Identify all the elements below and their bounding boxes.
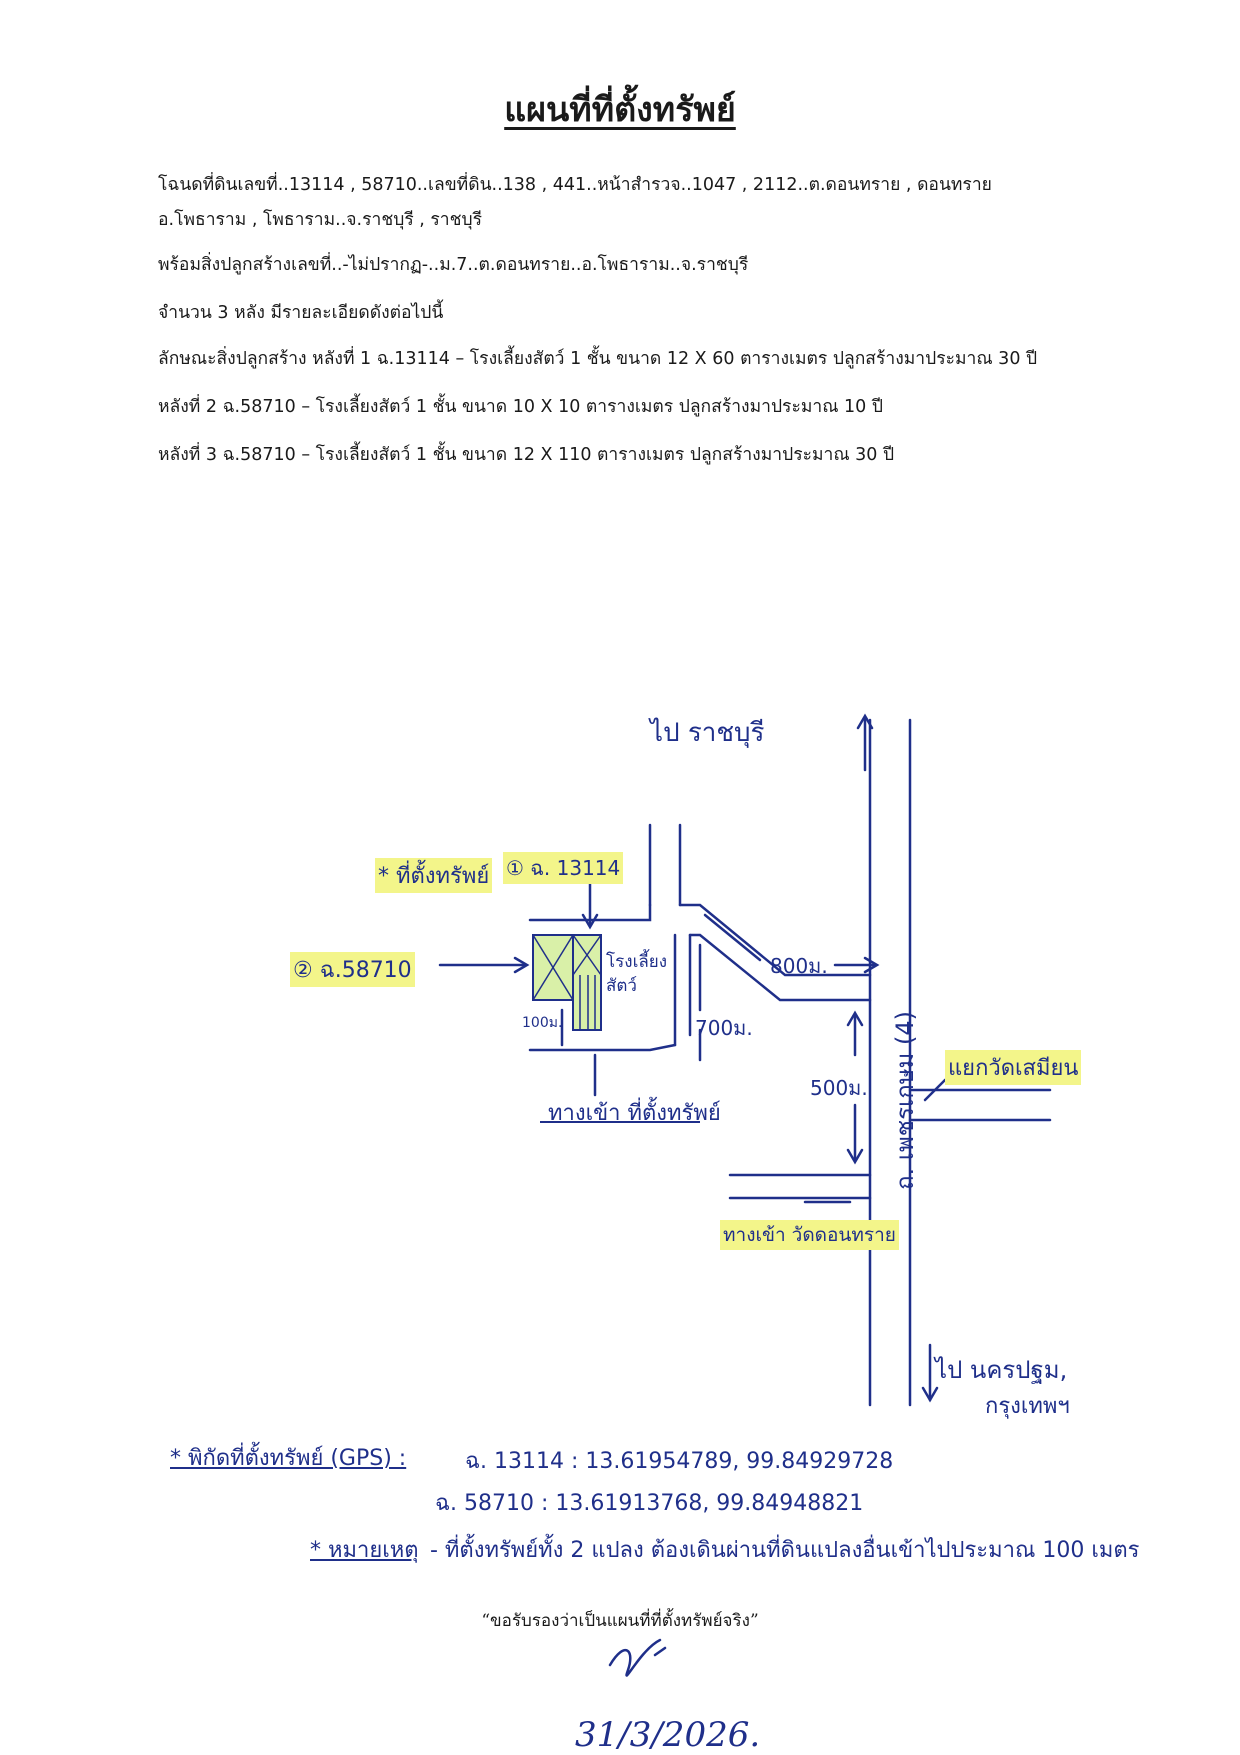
- deed-1-label: ① ฉ. 13114: [503, 852, 624, 884]
- to-nakhonpathom-label: ไป นครปฐม,: [935, 1356, 1068, 1384]
- junction-label: แยกวัดเสมียน: [945, 1050, 1082, 1085]
- note-label: * หมายเหตุ: [310, 1538, 419, 1563]
- building-2-line: หลังที่ 2 ฉ.58710 – โรงเลี้ยงสัตว์ 1 ชั้…: [158, 397, 883, 417]
- certification-text: “ขอรับรองว่าเป็นแผนที่ที่ตั้งทรัพย์จริง”: [481, 1611, 759, 1631]
- property-location-label: * ที่ตั้งทรัพย์: [375, 858, 493, 893]
- building-1-line: ลักษณะสิ่งปลูกสร้าง หลังที่ 1 ฉ.13114 – …: [158, 349, 1038, 369]
- district-line: อ.โพธาราม , โพธาราม..จ.ราชบุรี , ราชบุรี: [158, 210, 483, 230]
- page-title: แผนที่ที่ตั้งทรัพย์: [504, 90, 736, 130]
- building-number-line: พร้อมสิ่งปลูกสร้างเลขที่..-ไม่ปรากฏ-..ม.…: [158, 255, 749, 275]
- distance-100m: 100ม.: [522, 1015, 563, 1031]
- distance-800m: 800ม.: [770, 954, 828, 978]
- barn-label: โรงเลี้ยง สัตว์: [606, 952, 668, 996]
- deed-info-line: โฉนดที่ดินเลขที่..13114 , 58710..เลขที่ด…: [158, 175, 992, 195]
- gps-deed-1: ฉ. 13114 : 13.61954789, 99.84929728: [465, 1449, 894, 1474]
- to-bangkok-label: กรุงเทพฯ: [985, 1394, 1070, 1419]
- gps-label: * พิกัดที่ตั้งทรัพย์ (GPS) :: [170, 1446, 407, 1471]
- gps-deed-2: ฉ. 58710 : 13.61913768, 99.84948821: [435, 1491, 864, 1516]
- building-count-line: จำนวน 3 หลัง มีรายละเอียดดังต่อไปนี้: [158, 303, 444, 323]
- building-3-line: หลังที่ 3 ฉ.58710 – โรงเลี้ยงสัตว์ 1 ชั้…: [158, 445, 895, 465]
- signed-date: 31/3/2026.: [575, 1715, 761, 1755]
- deed-2-label: ② ฉ.58710: [290, 952, 415, 987]
- property-entrance-label: ทางเข้า ที่ตั้งทรัพย์: [548, 1101, 721, 1126]
- distance-700m: 700ม.: [695, 1016, 753, 1040]
- distance-500m: 500ม.: [810, 1076, 868, 1100]
- temple-entrance-label: ทางเข้า วัดดอนทราย: [720, 1220, 899, 1250]
- building-1: [572, 934, 602, 1031]
- note-text: - ที่ตั้งทรัพย์ทั้ง 2 แปลง ต้องเดินผ่านท…: [430, 1538, 1140, 1563]
- to-ratchaburi-label: ไป ราชบุรี: [650, 718, 765, 748]
